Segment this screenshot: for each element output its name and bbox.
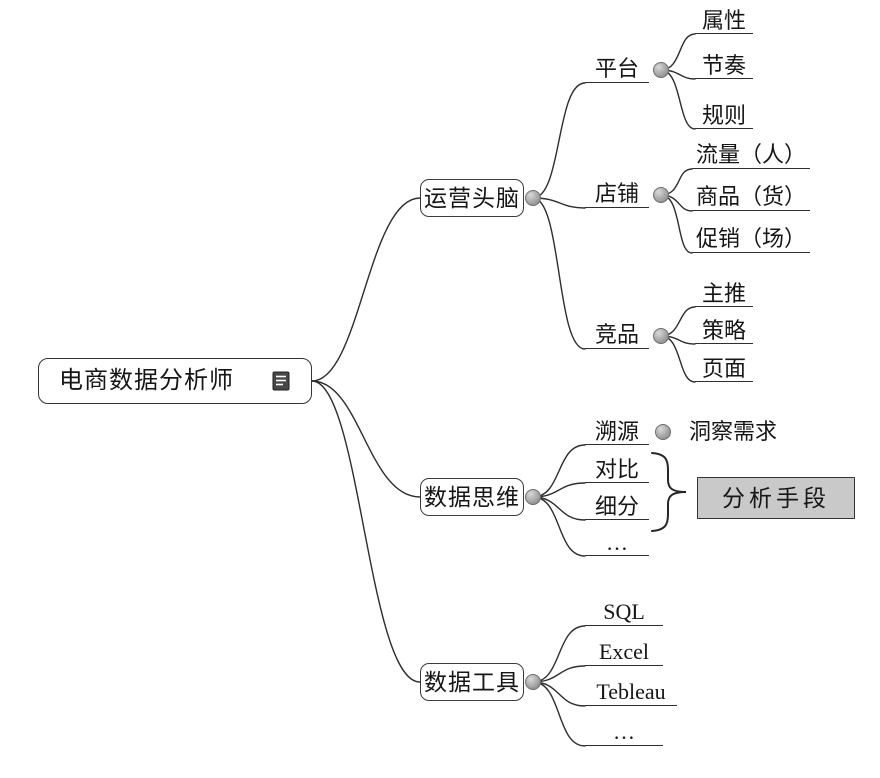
node-compare: 对比 xyxy=(585,457,649,483)
node-excel: Excel xyxy=(585,639,663,666)
edge-root-thinking xyxy=(311,380,421,498)
node-trace: 溯源 xyxy=(585,419,649,445)
collapse-dot-shop xyxy=(653,187,669,203)
node-page: 页面 xyxy=(695,356,753,382)
edge-ops-competitor xyxy=(532,197,586,350)
edge-tools-tableau xyxy=(532,681,586,707)
node-attr: 属性 xyxy=(695,8,753,34)
node-goods: 商品（货） xyxy=(692,184,810,211)
edge-ops-platform xyxy=(532,82,586,199)
edge-thinking-trace xyxy=(532,444,586,498)
node-segment: 细分 xyxy=(585,494,649,520)
edge-thinking-segment xyxy=(532,496,586,521)
branch-tools: 数据工具 xyxy=(420,663,524,701)
node-shop: 店铺 xyxy=(585,181,649,208)
edge-root-ops xyxy=(311,197,421,382)
analysis-methods-box: 分析手段 xyxy=(697,477,855,519)
node-main-push: 主推 xyxy=(695,281,753,307)
node-tools-more: … xyxy=(585,719,663,746)
branch-ops: 运营头脑 xyxy=(420,179,524,217)
node-platform: 平台 xyxy=(585,56,649,83)
edge-competitor-page xyxy=(660,335,696,383)
edge-root-tools xyxy=(311,380,421,683)
edge-tools-more xyxy=(532,681,586,747)
node-thinking-more: … xyxy=(585,530,649,556)
notes-icon xyxy=(271,371,291,391)
node-rules: 规则 xyxy=(695,103,753,129)
node-competitor: 竞品 xyxy=(585,322,649,349)
edge-shop-promo xyxy=(660,194,693,254)
collapse-dot-ops xyxy=(525,190,541,206)
collapse-dot-tools xyxy=(525,674,541,690)
collapse-dot-thinking xyxy=(525,489,541,505)
node-sql: SQL xyxy=(585,599,663,626)
root-node: 电商数据分析师 xyxy=(38,358,312,404)
edge-tools-sql xyxy=(532,625,586,683)
node-rhythm: 节奏 xyxy=(695,53,753,79)
collapse-dot-trace xyxy=(655,424,671,440)
node-strategy: 策略 xyxy=(695,318,753,344)
node-tableau: Tebleau xyxy=(585,679,677,706)
node-insight: 洞察需求 xyxy=(688,419,777,444)
grouping-brace xyxy=(651,452,687,532)
edge-thinking-more xyxy=(532,496,586,557)
collapse-dot-competitor xyxy=(653,328,669,344)
root-label: 电商数据分析师 xyxy=(59,368,234,394)
collapse-dot-platform xyxy=(653,62,669,78)
branch-thinking: 数据思维 xyxy=(420,478,524,516)
node-traffic: 流量（人） xyxy=(692,142,810,169)
node-promo: 促销（场） xyxy=(692,226,810,253)
